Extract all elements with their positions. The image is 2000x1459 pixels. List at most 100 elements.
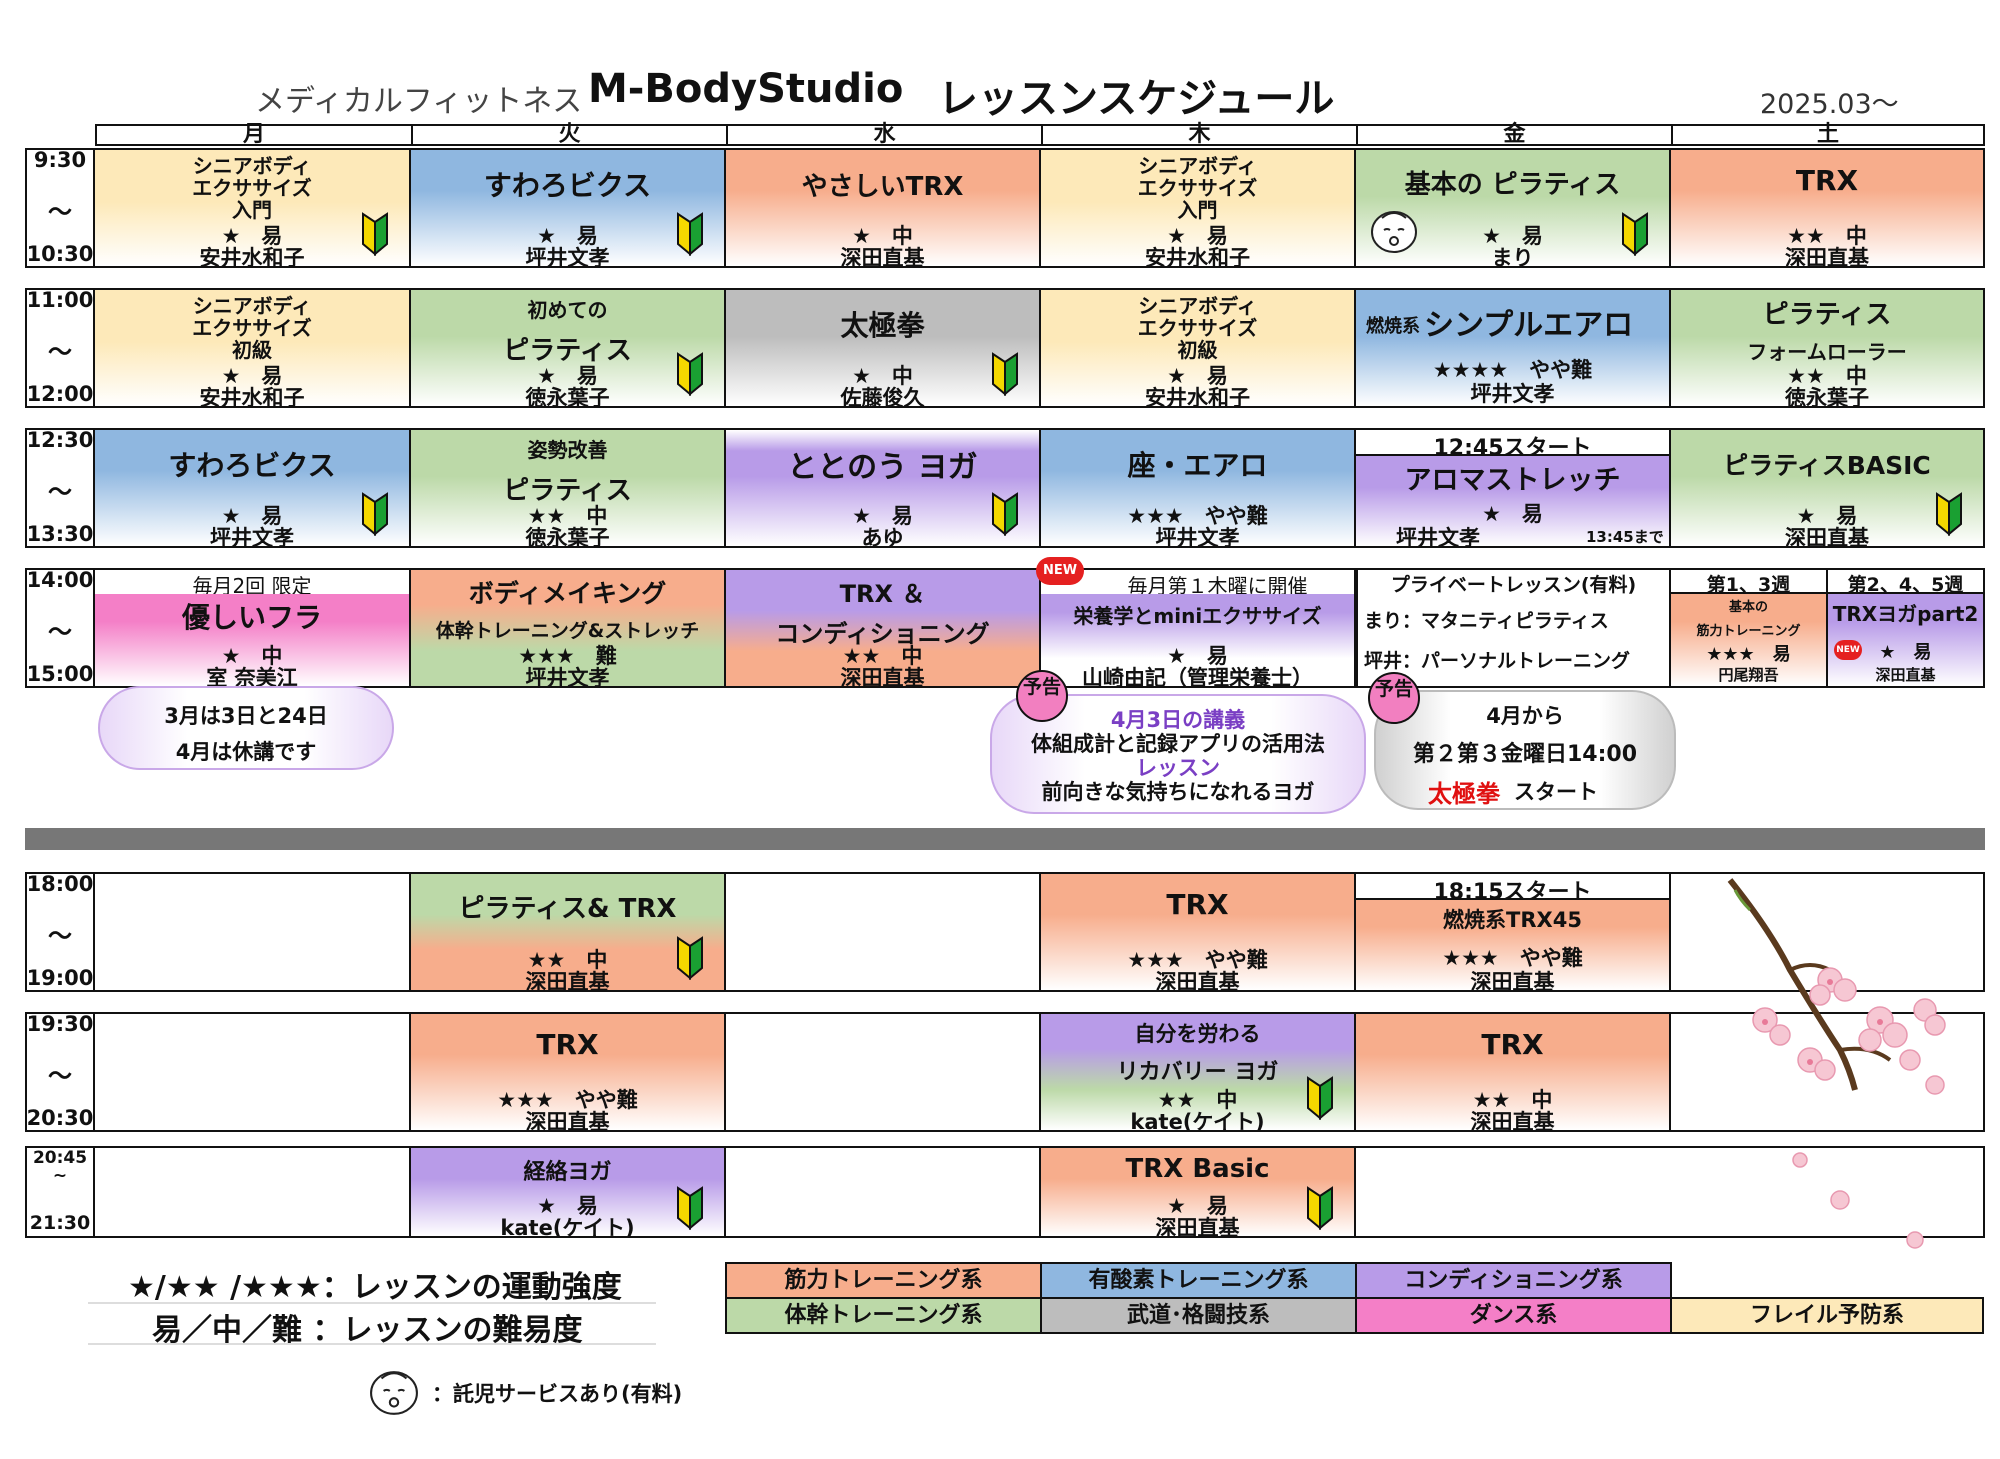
lesson-totonou-yoga-wed[interactable]: ととのう ヨガ ★ 易 あゆ [726, 430, 1041, 546]
lesson-pilates-trx-tue[interactable]: ピラティス& TRX ★★ 中 深田直基 [411, 874, 726, 990]
time-slot-0930: 9:30 〜 10:30 [26, 148, 95, 268]
empty-slot [726, 874, 1041, 990]
empty-slot [95, 874, 411, 990]
childcare-baby-icon [1368, 208, 1420, 260]
lesson-suwarobics-mon[interactable]: すわろビクス ★ 易 坪井文孝 [95, 430, 411, 546]
cherry-blossom-illustration [1727, 878, 1946, 1249]
trx-yoga-panel [1828, 592, 1983, 686]
aroma-stretch-panel [1356, 454, 1669, 546]
childcare-baby-icon [366, 1368, 422, 1422]
time-slot-1100: 11:00 〜 12:00 [26, 288, 95, 408]
lesson-first-pilates-tue[interactable]: 初めての ピラティス ★ 易 徳永葉子 [411, 290, 726, 406]
lesson-senior-intro-mon[interactable]: シニアボディ エクササイズ 入門 ★ 易 安井水和子 [95, 150, 411, 266]
lesson-strength-sat[interactable]: 第1、3週 基本の 筋力トレーニング ★★★ 易 円尾翔吾 [1671, 570, 1828, 686]
header-subtitle: メディカルフィットネス [255, 84, 583, 119]
day-header-sat: 土 [1671, 124, 1985, 146]
lesson-taichi-wed[interactable]: 太極拳 ★ 中 佐藤俊久 [726, 290, 1041, 406]
time-slot-2045: 20:45 ~ 21:30 [25, 1146, 95, 1238]
beginner-mark-icon [1621, 212, 1649, 256]
beginner-mark-icon [676, 936, 704, 980]
beginner-mark-icon [361, 492, 389, 536]
private-lesson-fri[interactable]: プライベートレッスン(有料) まり：マタニティピラティス 坪井：パーソナルトレー… [1356, 570, 1671, 686]
lesson-seated-aero-thu[interactable]: 座・エアロ ★★★ やや難 坪井文孝 [1041, 430, 1356, 546]
empty-slot [95, 1014, 411, 1130]
beginner-mark-icon [676, 352, 704, 396]
beginner-mark-icon [361, 212, 389, 256]
childcare-note: ：託児サービスあり(有料) [432, 1382, 683, 1406]
lesson-aroma-stretch-fri[interactable]: 12:45スタート アロマストレッチ ★ 易 坪井文孝 13:45まで [1356, 430, 1671, 546]
hula-panel [95, 594, 409, 686]
beginner-mark-icon [1306, 1076, 1334, 1120]
day-header-thu: 木 [1041, 124, 1356, 146]
row-block-0930 [25, 148, 1985, 268]
lesson-basic-pilates-fri[interactable]: 基本の ピラティス ★ 易 まり [1356, 150, 1671, 266]
lesson-senior-intro-thu[interactable]: シニアボディ エクササイズ 入門 ★ 易 安井水和子 [1041, 150, 1356, 266]
lesson-pilates-basic-sat[interactable]: ピラティスBASIC ★ 易 深田直基 [1671, 430, 1983, 546]
beginner-mark-icon [676, 212, 704, 256]
lesson-trx-basic-thu[interactable]: TRX Basic ★ 易 深田直基 [1041, 1148, 1356, 1236]
category-strength: 筋力トレーニング系 [725, 1262, 1042, 1299]
category-core: 体幹トレーニング系 [725, 1297, 1042, 1334]
new-badge: NEW [1036, 557, 1084, 585]
lesson-recovery-yoga-thu[interactable]: 自分を労わる リカバリー ヨガ ★★ 中 kate(ケイト) [1041, 1014, 1356, 1130]
day-header-fri: 金 [1356, 124, 1671, 146]
nutrition-panel [1041, 594, 1354, 686]
hula-note: 3月は3日と24日 4月は休講です [98, 686, 394, 770]
lesson-posture-pilates-tue[interactable]: 姿勢改善 ピラティス ★★ 中 徳永葉子 [411, 430, 726, 546]
legend-divider [88, 1302, 656, 1304]
preview-badge-nutrition: 予告 [1016, 670, 1068, 722]
time-slot-1800: 18:00 〜 19:00 [26, 872, 95, 992]
studio-name: M-BodyStudio [588, 66, 904, 112]
lesson-pilates-foam-sat[interactable]: ピラティス フォームローラー ★★ 中 徳永葉子 [1671, 290, 1983, 406]
trx45-panel [1356, 898, 1669, 990]
time-slot-1230: 12:30 〜 13:30 [26, 428, 95, 548]
category-frail: フレイル予防系 [1670, 1297, 1984, 1334]
row-block-1400 [25, 568, 1985, 688]
lesson-trx-conditioning-wed[interactable]: TRX ＆ コンディショニング ★★ 中 深田直基 [726, 570, 1041, 686]
category-conditioning: コンディショニング系 [1355, 1262, 1672, 1299]
category-dance: ダンス系 [1355, 1297, 1672, 1334]
row-block-1800 [25, 872, 1985, 992]
beginner-mark-icon [1306, 1186, 1334, 1230]
empty-slot [726, 1014, 1041, 1130]
lesson-senior-basic-thu[interactable]: シニアボディ エクササイズ 初級 ★ 易 安井水和子 [1041, 290, 1356, 406]
lesson-meridian-yoga-tue[interactable]: 経絡ヨガ ★ 易 kate(ケイト) [411, 1148, 726, 1236]
lesson-nutrition-thu[interactable]: 毎月第１木曜に開催 栄養学とminiエクササイズ ★ 易 山崎由記（管理栄養士） [1041, 570, 1356, 686]
lesson-suwarobics-tue[interactable]: すわろビクス ★ 易 坪井文孝 [411, 150, 726, 266]
new-badge-small: NEW [1834, 640, 1862, 660]
separator-bar [25, 828, 1985, 850]
lesson-trx-tue[interactable]: TRX ★★★ やや難 深田直基 [411, 1014, 726, 1130]
taichi-preview-note: 4月から 第２第３金曜日14:00 太極拳 スタート [1374, 690, 1676, 810]
legend-divider [88, 1343, 656, 1345]
legend-difficulty: 易／中／難 ：レッスンの難易度 [152, 1313, 583, 1348]
lesson-bodymaking-tue[interactable]: ボディメイキング 体幹トレーニング&ストレッチ ★★★ 難 坪井文孝 [411, 570, 726, 686]
beginner-mark-icon [991, 492, 1019, 536]
row-block-2045 [25, 1146, 1985, 1238]
lesson-trx-fri[interactable]: TRX ★★ 中 深田直基 [1356, 1014, 1671, 1130]
strength-panel [1671, 592, 1826, 686]
legend-intensity: ★/★★ /★★★：レッスンの運動強度 [128, 1270, 622, 1305]
lesson-gentle-trx-wed[interactable]: やさしいTRX ★ 中 深田直基 [726, 150, 1041, 266]
beginner-mark-icon [1935, 492, 1963, 536]
category-aerobic: 有酸素トレーニング系 [1040, 1262, 1357, 1299]
lesson-simple-aero-fri[interactable]: 燃焼系 シンプルエアロ ★★★★ やや難 坪井文孝 [1356, 290, 1671, 406]
lesson-senior-basic-mon[interactable]: シニアボディ エクササイズ 初級 ★ 易 安井水和子 [95, 290, 411, 406]
row-block-1930 [25, 1012, 1985, 1132]
lesson-trx-thu[interactable]: TRX ★★★ やや難 深田直基 [1041, 874, 1356, 990]
nutrition-preview-note: 4月3日の講義 体組成計と記録アプリの活用法 レッスン 前向きな気持ちになれるヨ… [990, 694, 1366, 814]
row-block-1230 [25, 428, 1985, 548]
lesson-burn-trx45-fri[interactable]: 18:15スタート 燃焼系TRX45 ★★★ やや難 深田直基 [1356, 874, 1671, 990]
empty-slot [95, 1148, 411, 1236]
beginner-mark-icon [676, 1186, 704, 1230]
day-header-tue: 火 [411, 124, 726, 146]
lesson-trx-yoga-part2-sat[interactable]: 第2、4、5週 TRXヨガpart2 ★ 易 深田直基 NEW [1828, 570, 1983, 686]
day-header-wed: 水 [726, 124, 1041, 146]
lesson-trx-sat[interactable]: TRX ★★ 中 深田直基 [1671, 150, 1983, 266]
page-title: レッスンスケジュール [938, 76, 1335, 122]
time-slot-1400: 14:00 〜 15:00 [26, 568, 95, 688]
category-martial: 武道･格闘技系 [1040, 1297, 1357, 1334]
preview-badge-taichi: 予告 [1368, 672, 1420, 724]
beginner-mark-icon [991, 352, 1019, 396]
schedule-date: 2025.03〜 [1760, 89, 1899, 120]
lesson-hula-mon[interactable]: 毎月2回 限定 優しいフラ ★ 中 室 奈美江 [95, 570, 411, 686]
